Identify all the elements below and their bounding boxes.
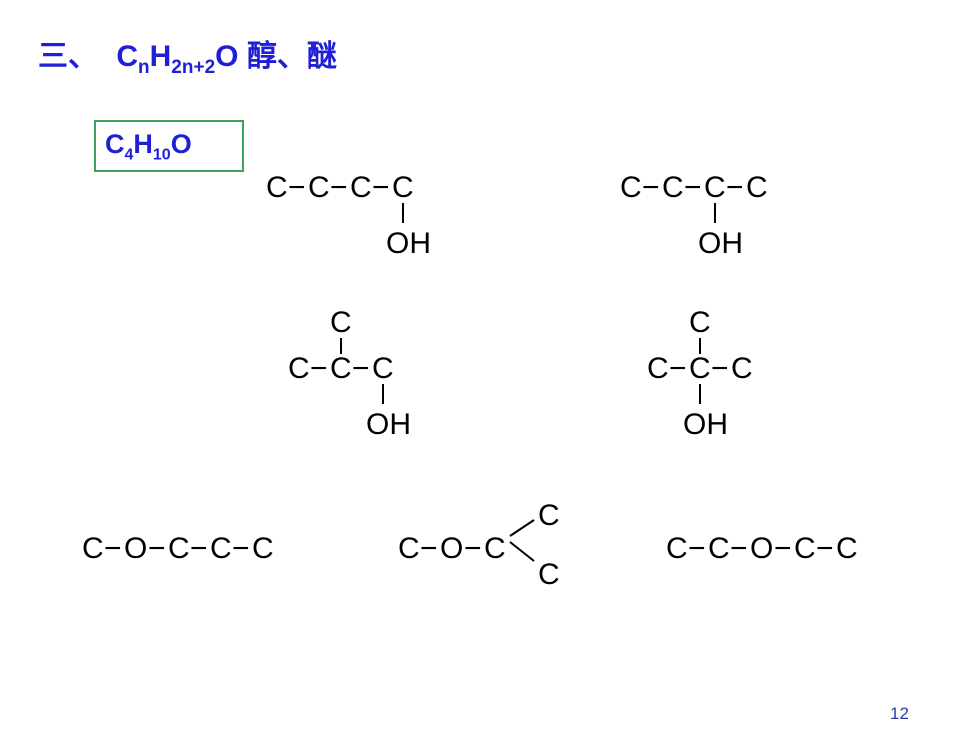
methyl-propyl-ether-oxygen: O [124, 532, 147, 565]
methyl-propyl-ether-carbon: C [210, 532, 232, 565]
tert-butanol-carbon: C [689, 306, 711, 339]
isobutanol-carbon: C [372, 352, 394, 385]
compound-classes: 醇、醚 [246, 40, 337, 73]
butan-2-ol-carbon: C [746, 171, 768, 204]
diethyl-ether-bond: − [774, 532, 792, 565]
methyl-isopropyl-ether-carbon: C [398, 532, 420, 565]
tert-butanol-hydroxyl: OH [683, 408, 728, 441]
example-formula-box: C4H10O [94, 120, 244, 172]
butan-2-ol-carbon: C [704, 171, 726, 204]
methyl-isopropyl-ether-bond [509, 541, 535, 562]
butan-2-ol-carbon: C [620, 171, 642, 204]
methyl-propyl-ether-bond: − [104, 532, 122, 565]
tert-butanol-carbon: C [647, 352, 669, 385]
diethyl-ether-carbon: C [666, 532, 688, 565]
isobutanol-hydroxyl: OH [366, 408, 411, 441]
methyl-isopropyl-ether-oxygen: O [440, 532, 463, 565]
methyl-isopropyl-ether-bond: − [464, 532, 482, 565]
butan-2-ol-bond: − [726, 171, 744, 204]
methyl-isopropyl-ether-carbon: C [538, 499, 560, 532]
butan-1-ol-carbon: C [392, 171, 414, 204]
butan-1-ol-carbon: C [350, 171, 372, 204]
tert-butanol-bond: − [669, 352, 687, 385]
methyl-propyl-ether-bond: − [190, 532, 208, 565]
methyl-propyl-ether-carbon: C [168, 532, 190, 565]
isobutanol-bond: − [352, 352, 370, 385]
methyl-isopropyl-ether-bond: − [420, 532, 438, 565]
tert-butanol-carbon: C [689, 352, 711, 385]
isobutanol-carbon: C [330, 306, 352, 339]
diethyl-ether-bond: − [688, 532, 706, 565]
page-number: 12 [890, 704, 909, 723]
diethyl-ether-bond: − [730, 532, 748, 565]
butan-1-ol-hydroxyl: OH [386, 227, 431, 260]
tert-butanol-carbon: C [731, 352, 753, 385]
diethyl-ether-bond: − [816, 532, 834, 565]
isobutanol-bond: − [310, 352, 328, 385]
butan-1-ol-carbon: C [308, 171, 330, 204]
butan-2-ol-hydroxyl: OH [698, 227, 743, 260]
section-mark: 三、 [38, 40, 98, 73]
general-formula: CnH2n+2O [116, 40, 239, 78]
butan-1-ol-bond: − [330, 171, 348, 204]
isobutanol-carbon: C [288, 352, 310, 385]
diethyl-ether-carbon: C [708, 532, 730, 565]
methyl-isopropyl-ether-bond [509, 519, 535, 537]
methyl-isopropyl-ether-carbon: C [484, 532, 506, 565]
methyl-propyl-ether-bond: − [148, 532, 166, 565]
butan-1-ol-bond: − [288, 171, 306, 204]
butan-2-ol-bond: − [642, 171, 660, 204]
slide-title: 三、 CnH2n+2O 醇、醚 [38, 40, 337, 78]
methyl-propyl-ether-carbon: C [82, 532, 104, 565]
butan-2-ol-bond: − [684, 171, 702, 204]
diethyl-ether-carbon: C [794, 532, 816, 565]
isobutanol-carbon: C [330, 352, 352, 385]
diethyl-ether-oxygen: O [750, 532, 773, 565]
methyl-isopropyl-ether-carbon: C [538, 558, 560, 591]
butan-1-ol-carbon: C [266, 171, 288, 204]
methyl-propyl-ether-carbon: C [252, 532, 274, 565]
diethyl-ether-carbon: C [836, 532, 858, 565]
methyl-propyl-ether-bond: − [232, 532, 250, 565]
tert-butanol-bond: − [711, 352, 729, 385]
butan-1-ol-bond: − [372, 171, 390, 204]
butan-2-ol-carbon: C [662, 171, 684, 204]
